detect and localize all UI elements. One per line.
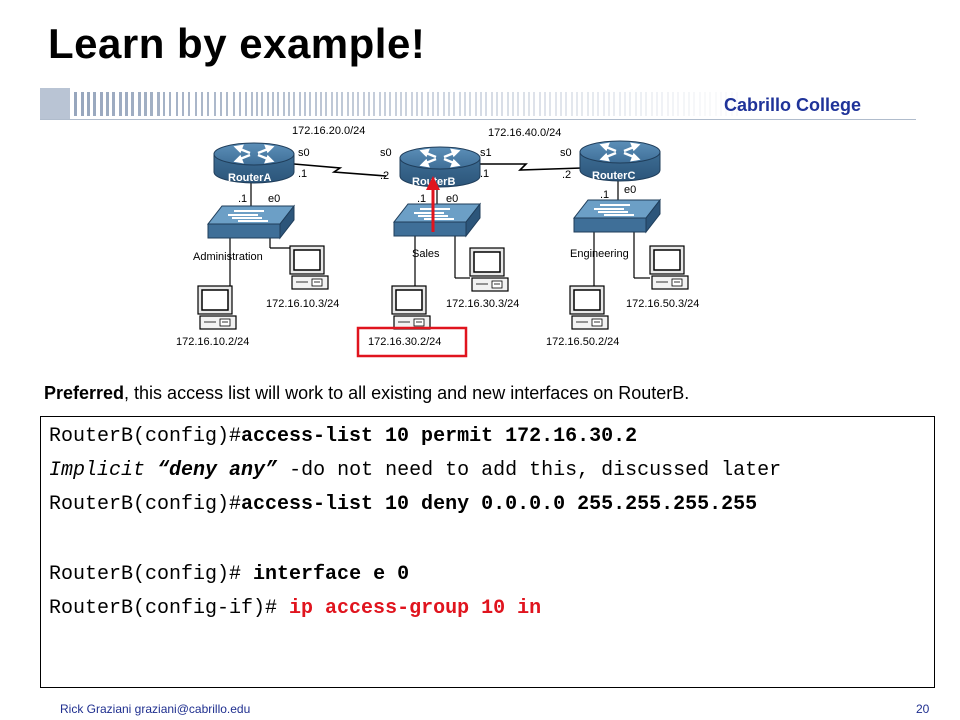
code-command-highlighted: ip access-group 10 in [289, 597, 542, 620]
pc-172-16-30-3-icon [469, 247, 509, 292]
code-prompt: RouterB(config-if)# [49, 597, 290, 620]
code-line-5: RouterB(config-if)# ip access-group 10 i… [49, 597, 541, 620]
code-command: interface e 0 [253, 563, 410, 586]
lan-label-engineering: Engineering [570, 248, 629, 260]
router-c-label: RouterC [592, 170, 635, 182]
pc-172-16-50-2-icon [569, 285, 609, 330]
host-ip-172-16-30-3: 172.16.30.3/24 [446, 298, 519, 310]
pc-172-16-50-3-icon [649, 245, 689, 290]
host-ip-172-16-30-2: 172.16.30.2/24 [368, 336, 441, 348]
code-note-italic: Implicit [49, 459, 158, 482]
pc-172-16-10-2-icon [197, 285, 237, 330]
highlight-box [356, 326, 468, 358]
serial-link-b-c [480, 163, 583, 171]
code-block: RouterB(config)#access-list 10 permit 17… [40, 416, 935, 688]
switch-engineering-icon [573, 199, 661, 233]
network-label-ab: 172.16.20.0/24 [292, 125, 365, 137]
switch-administration-icon [207, 205, 295, 239]
brand-name: Cabrillo College [724, 95, 862, 115]
switch-sales-icon [393, 203, 481, 237]
network-diagram: 172.16.20.0/24 172.16.40.0/24 RouterA Ro… [176, 125, 699, 358]
highlight-arrow-head [426, 176, 440, 190]
router-b-s0-label: s0 [380, 147, 392, 159]
router-a-label: RouterA [228, 172, 271, 184]
lan-label-administration: Administration [193, 251, 263, 263]
pc-172-16-10-3-icon [289, 245, 329, 290]
code-line-3: RouterB(config)#access-list 10 deny 0.0.… [49, 493, 757, 516]
network-label-bc: 172.16.40.0/24 [488, 127, 561, 139]
code-line-1: RouterB(config)#access-list 10 permit 17… [49, 425, 637, 448]
caption-bold: Preferred [44, 383, 125, 403]
router-c-s0-ip: .2 [562, 169, 571, 181]
router-b-s0-ip: .2 [380, 170, 389, 182]
caption-text: , this access list will work to all exis… [124, 383, 690, 403]
code-command: access-list 10 permit 172.16.30.2 [241, 425, 638, 448]
host-ip-172-16-50-3: 172.16.50.3/24 [626, 298, 699, 310]
router-b-s1-label: s1 [480, 147, 492, 159]
router-a-s0-ip: .1 [298, 168, 307, 180]
router-c-e0-ip: .1 [600, 189, 609, 201]
slide-title: Learn by example! [48, 20, 426, 67]
code-prompt: RouterB(config)# [49, 493, 242, 516]
code-line-2: Implicit “deny any” -do not need to add … [49, 459, 781, 482]
code-line-4: RouterB(config)# interface e 0 [49, 563, 409, 586]
code-prompt: RouterB(config)# [49, 563, 254, 586]
router-b-e0-ip: .1 [417, 193, 426, 205]
router-a-e0-ip: .1 [238, 193, 247, 205]
code-prompt: RouterB(config)# [49, 425, 242, 448]
router-b-s1-ip: .1 [480, 168, 489, 180]
code-note-text: -do not need to add this, discussed late… [277, 459, 782, 482]
lan-label-sales: Sales [412, 248, 440, 260]
host-ip-172-16-10-3: 172.16.10.3/24 [266, 298, 339, 310]
code-command: access-list 10 deny 0.0.0.0 255.255.255.… [241, 493, 758, 516]
caption: Preferred, this access list will work to… [44, 383, 689, 404]
brand-stripe-bar [40, 88, 916, 120]
router-a-e0-label: e0 [268, 193, 280, 205]
router-c-s0-label: s0 [560, 147, 572, 159]
serial-link-a-b [293, 163, 387, 177]
host-ip-172-16-10-2: 172.16.10.2/24 [176, 336, 249, 348]
router-b-e0-label: e0 [446, 193, 458, 205]
footer-author: Rick Graziani graziani@cabrillo.edu [60, 702, 251, 716]
router-a-s0-label: s0 [298, 147, 310, 159]
host-ip-172-16-50-2: 172.16.50.2/24 [546, 336, 619, 348]
router-c-e0-label: e0 [624, 184, 636, 196]
code-note-deny-any: “deny any” [157, 459, 278, 482]
page-number: 20 [916, 702, 930, 716]
pc-172-16-30-2-icon [391, 285, 431, 330]
